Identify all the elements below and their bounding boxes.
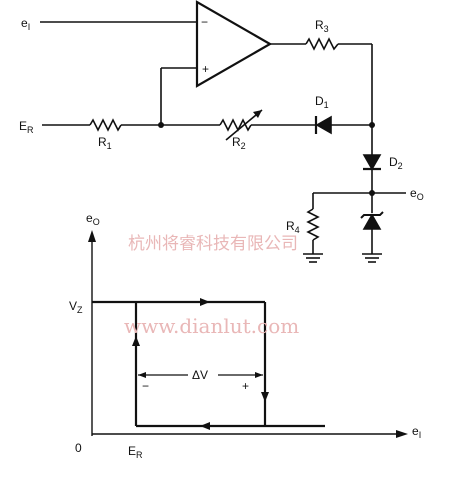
er-label: ER [19, 119, 34, 135]
graph-origin: 0 [75, 441, 82, 455]
r2-resistor [219, 118, 252, 132]
input-label: eI [21, 16, 30, 32]
deltav-arrow-right [255, 372, 263, 378]
output-label: eO [410, 186, 424, 202]
junctions [158, 122, 375, 196]
graph-y-label: eO [86, 211, 100, 227]
deltav-label: ΔV [192, 368, 208, 382]
minus-label: − [142, 379, 149, 393]
vz-label: VZ [69, 299, 83, 315]
arrow-top-right [200, 298, 210, 306]
d1-diode [315, 115, 332, 135]
opamp-triangle [195, 0, 273, 88]
r2-arrow-head [253, 110, 262, 118]
watermark-site: www.dianlut.com [124, 314, 299, 338]
graph-x-label: eI [412, 424, 421, 440]
opamp-minus-label: − [201, 15, 208, 29]
zener-bar [360, 211, 384, 219]
junction-output [369, 190, 375, 196]
r1-resistor [89, 118, 122, 132]
arrow-bottom-left [200, 422, 210, 430]
er-graph-label: ER [128, 444, 143, 460]
y-axis-arrow [88, 230, 96, 242]
r4-label: R4 [286, 219, 300, 235]
circuit [40, 0, 406, 263]
r3-resistor [305, 37, 339, 51]
r2-label: R2 [232, 135, 246, 151]
arrow-up [132, 336, 140, 346]
opamp-plus-label: + [202, 62, 209, 76]
d1-label: D1 [315, 94, 329, 110]
d2-label: D2 [389, 155, 403, 171]
r1-label: R1 [98, 135, 112, 151]
deltav-arrow-left [138, 372, 146, 378]
transfer-graph [88, 230, 408, 438]
junction-r1-r2 [158, 122, 164, 128]
zener-diode [362, 213, 382, 230]
x-axis-arrow [396, 430, 408, 438]
d2-diode [362, 154, 382, 171]
watermark-company: 杭州将睿科技有限公司 [128, 234, 298, 254]
junction-d1 [369, 122, 375, 128]
arrow-down [261, 392, 269, 402]
r4-resistor [306, 208, 320, 241]
plus-label: + [242, 379, 249, 393]
r3-label: R3 [315, 18, 329, 34]
